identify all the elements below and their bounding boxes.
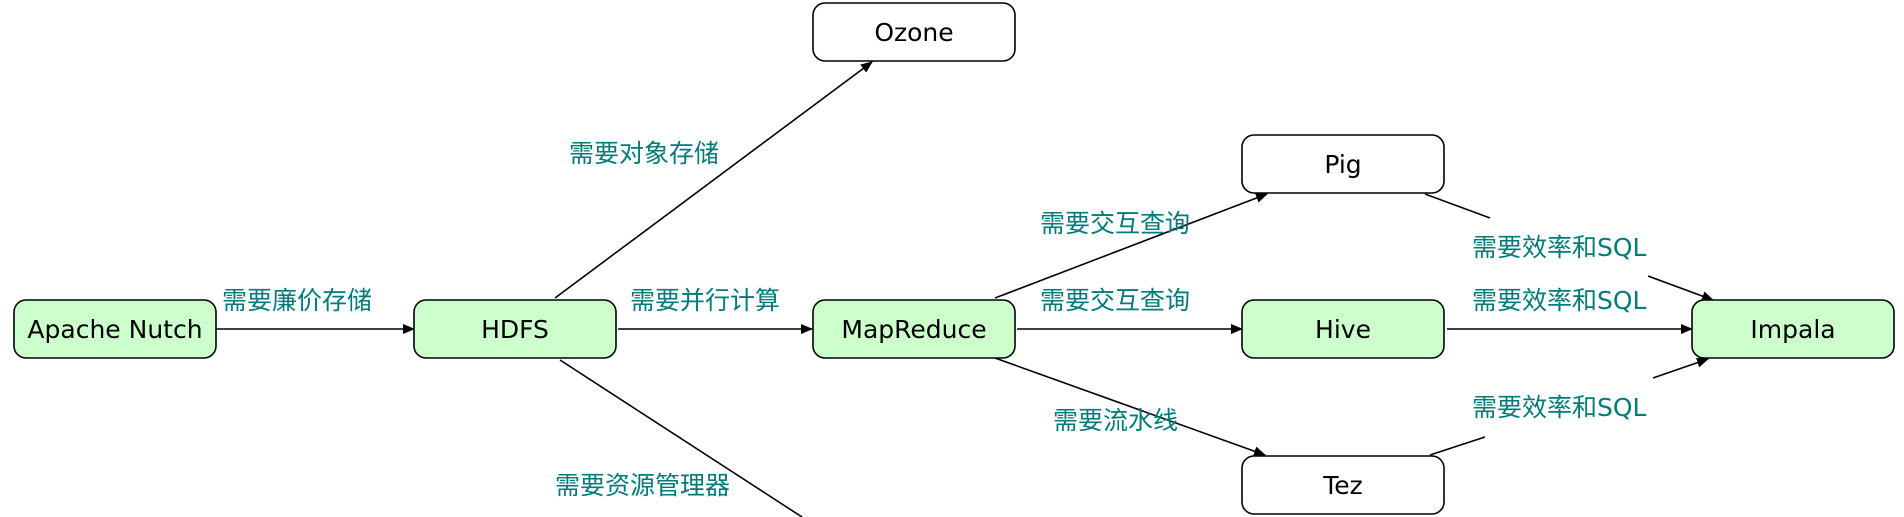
nodes: Apache Nutch HDFS Ozone MapReduce Pig Hi…	[13, 2, 1895, 515]
node-box	[812, 299, 1016, 359]
node-tez[interactable]: Tez	[1241, 455, 1445, 515]
node-label: HDFS	[481, 315, 549, 344]
edge-label: 需要效率和SQL	[1472, 286, 1647, 315]
node-box	[413, 299, 617, 359]
node-label: Pig	[1324, 150, 1361, 179]
edge-hdfs-resource-manager	[559, 359, 803, 517]
edge-hdfs-ozone	[554, 61, 873, 299]
edge-label: 需要廉价存储	[222, 286, 372, 315]
node-box	[1241, 299, 1445, 359]
node-label: Impala	[1750, 315, 1835, 344]
edge-tez-impala-end	[1652, 357, 1709, 379]
edge-mapreduce-tez	[994, 357, 1266, 456]
edge-label: 需要流水线	[1053, 406, 1178, 435]
node-ozone[interactable]: Ozone	[812, 2, 1016, 62]
node-pig[interactable]: Pig	[1241, 134, 1445, 194]
edge-label: 需要交互查询	[1040, 209, 1190, 238]
node-label: Apache Nutch	[27, 315, 202, 344]
node-box	[812, 2, 1016, 62]
node-mapreduce[interactable]: MapReduce	[812, 299, 1016, 359]
node-hive[interactable]: Hive	[1241, 299, 1445, 359]
edge-label: 需要资源管理器	[555, 471, 730, 500]
edge-tez-impala	[1429, 436, 1486, 456]
node-box	[13, 299, 217, 359]
node-box	[1241, 455, 1445, 515]
edge-label: 需要并行计算	[630, 286, 780, 315]
edge-labels: 需要廉价存储 需要对象存储 需要并行计算 需要资源管理器 需要交互查询 需要交互…	[222, 139, 1647, 500]
node-box	[1691, 299, 1895, 359]
node-apache-nutch[interactable]: Apache Nutch	[13, 299, 217, 359]
edges	[216, 61, 1714, 517]
edge-label: 需要效率和SQL	[1472, 393, 1647, 422]
edge-label: 需要效率和SQL	[1472, 233, 1647, 262]
edge-label: 需要对象存储	[569, 139, 719, 168]
edge-pig-impala	[1424, 193, 1491, 219]
node-label: Hive	[1315, 315, 1371, 344]
node-label: Tez	[1322, 471, 1363, 500]
node-label: Ozone	[874, 18, 953, 47]
node-box	[1241, 134, 1445, 194]
edge-mapreduce-pig	[994, 193, 1268, 299]
edge-label: 需要交互查询	[1040, 286, 1190, 315]
node-hdfs[interactable]: HDFS	[413, 299, 617, 359]
node-impala[interactable]: Impala	[1691, 299, 1895, 359]
edge-pig-impala-end	[1647, 275, 1714, 301]
node-label: MapReduce	[841, 315, 986, 344]
